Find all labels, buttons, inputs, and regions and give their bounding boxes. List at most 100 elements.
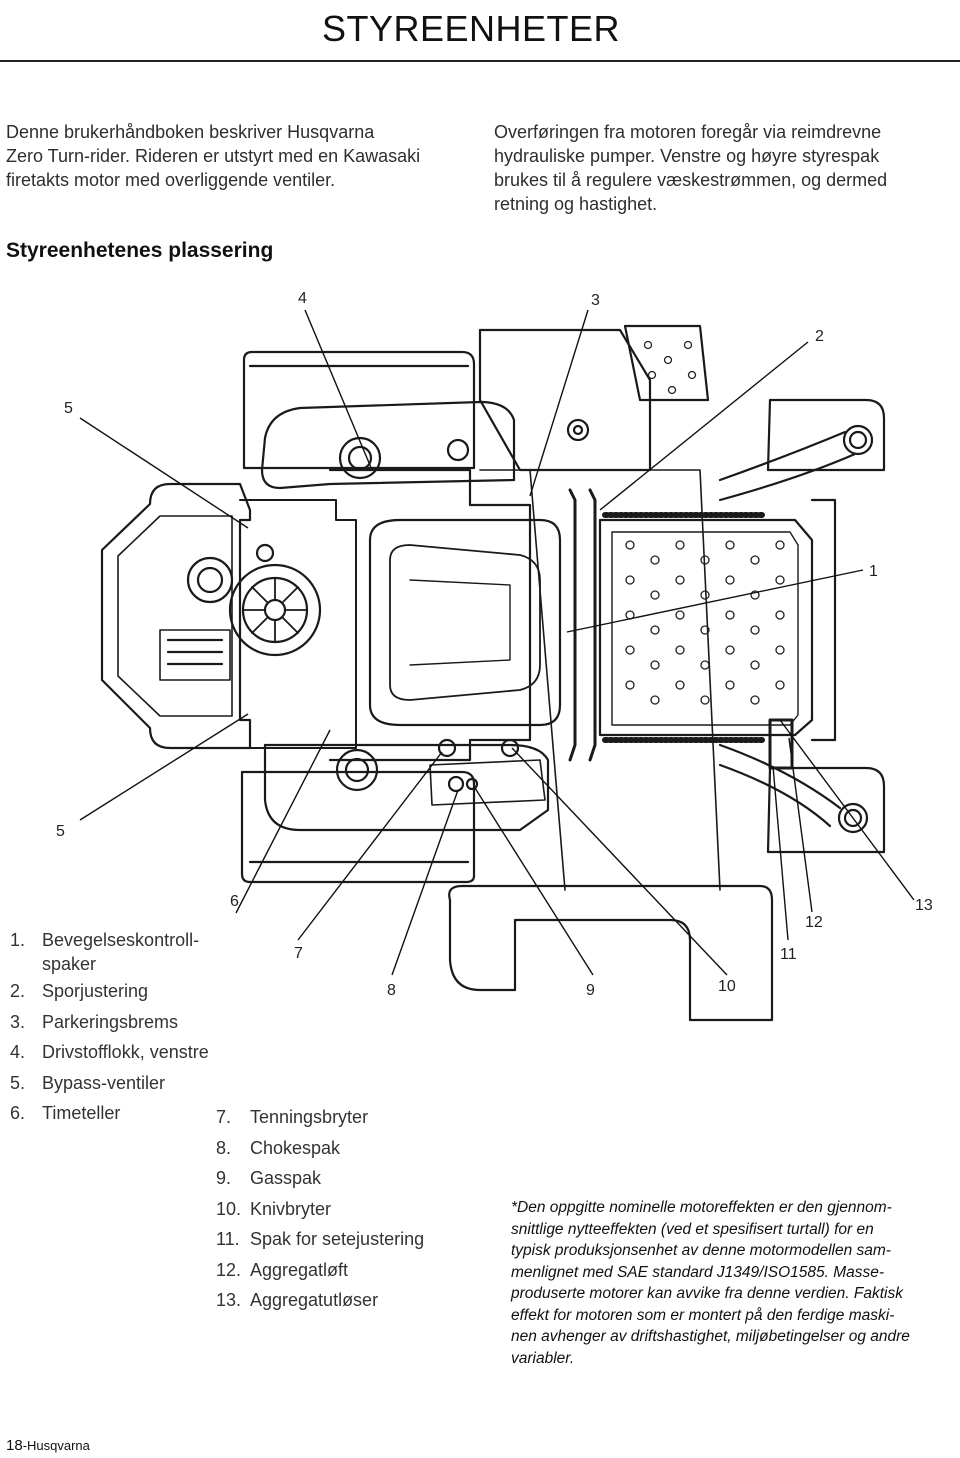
intro-left-line: firetakts motor med overliggende ventile…	[6, 170, 336, 190]
legend-item: 6. Timeteller	[10, 1098, 209, 1129]
callout-9: 9	[586, 982, 595, 999]
left-fuel-tank	[260, 400, 516, 490]
legend-item: 8. Chokespak	[216, 1133, 424, 1164]
footrest-perforations	[625, 340, 785, 705]
intro-left: Denne brukerhåndboken beskriver Husqvarn…	[6, 120, 420, 192]
footrest	[598, 518, 814, 737]
note-line: *Den oppgitte nominelle motoreffekten er…	[511, 1199, 892, 1216]
legend-label: Knivbryter	[250, 1198, 332, 1219]
right-caster-pivot	[837, 802, 869, 834]
hour-meter	[437, 738, 457, 758]
right-caster-wheel	[766, 766, 886, 854]
legend-label: Bypass-ventiler	[42, 1072, 166, 1093]
legend-number: 10.	[216, 1198, 242, 1219]
intro-right-line: hydrauliske pumper. Venstre og høyre sty…	[494, 146, 880, 166]
left-rear-wheel	[242, 350, 476, 470]
legend-label: Timeteller	[42, 1103, 121, 1123]
callout-7: 7	[294, 945, 303, 962]
legend-number: 1.	[10, 930, 26, 950]
callout-8: 8	[387, 982, 396, 999]
left-caster-wheel	[766, 398, 886, 472]
legend-item: 7. Tenningsbryter	[216, 1102, 424, 1133]
engine-flywheel	[228, 563, 322, 657]
legend-label: Spak for setejustering	[250, 1229, 425, 1249]
page-footer: 18-Husqvarna	[6, 1437, 90, 1454]
legend-item: 2. Sporjustering	[10, 976, 209, 1007]
left-caster-pivot	[842, 424, 874, 456]
note-line: nen avhenger av driftshastighet, miljøbe…	[511, 1328, 910, 1345]
callout-1: 1	[869, 563, 878, 580]
intro-left-line: Zero Turn-rider. Rideren er utstyrt med …	[6, 146, 421, 166]
callout-12: 12	[805, 914, 823, 931]
note-line: snittlige nytteeffekten (ved et spesifis…	[511, 1220, 874, 1238]
legend-number: 4.	[10, 1042, 26, 1062]
legend-label: Chokespak	[250, 1137, 341, 1158]
control-panel	[429, 759, 546, 806]
header-rule	[0, 60, 960, 62]
blade-switch	[500, 738, 520, 758]
note-line: typisk produksjonsenhet av denne motormo…	[511, 1242, 891, 1259]
page-title: STYREENHETER	[321, 8, 620, 49]
legend-label: Aggregatutløser	[250, 1290, 379, 1310]
deck-lift-handle	[768, 718, 794, 770]
legend-label-line: Bevegelseskontroll-	[42, 930, 200, 950]
legend-number: 5.	[10, 1072, 26, 1093]
legend-item: 11. Spak for setejustering	[216, 1224, 424, 1255]
callout-6: 6	[230, 893, 239, 910]
intro-right-line: Overføringen fra motoren foregår via rei…	[494, 122, 882, 142]
legend-number: 11.	[216, 1229, 240, 1249]
foot-pedal	[623, 324, 710, 402]
legend-item: 1. Bevegelseskontroll- spaker	[10, 925, 209, 976]
callout-13: 13	[915, 897, 933, 914]
legend-item: 13. Aggregatutløser	[216, 1285, 424, 1316]
legend-item: 3. Parkeringsbrems	[10, 1007, 209, 1038]
legend-number: 13.	[216, 1290, 242, 1310]
callout-leaders	[79, 309, 915, 976]
legend-number: 9.	[216, 1168, 232, 1188]
legend-item: 10. Knivbryter	[216, 1194, 424, 1225]
legend-number: 12.	[216, 1259, 242, 1280]
callout-2: 2	[815, 328, 824, 345]
right-rear-wheel	[240, 770, 476, 884]
legend-number: 8.	[216, 1137, 232, 1158]
callout-3: 3	[591, 292, 600, 309]
legend-item: 12. Aggregatløft	[216, 1255, 424, 1286]
legend-item: 5. Bypass-ventiler	[10, 1068, 209, 1099]
section-heading: Styreenhetenes plassering	[6, 239, 274, 262]
legend-number: 2.	[10, 981, 26, 1001]
legend-number: 6.	[10, 1103, 26, 1123]
seat-frame	[328, 468, 532, 762]
legend-number: 3.	[10, 1011, 26, 1032]
left-deck-housing	[478, 328, 652, 472]
note-line: produserte motorer kan avvike fra denne …	[511, 1285, 903, 1302]
right-fuel-cap	[335, 748, 379, 792]
motion-control-lever-left	[568, 488, 577, 762]
legend-label: Sporjustering	[42, 981, 149, 1001]
note-line: variabler.	[511, 1349, 575, 1367]
legend-item: 4.Drivstofflokk, venstre	[10, 1037, 209, 1068]
mower-deck	[448, 884, 774, 1022]
seat	[368, 518, 562, 727]
intro-right-line: brukes til å regulere væskestrømmen, og …	[494, 170, 888, 190]
oil-cap	[255, 543, 275, 563]
note-line: menlignet med SAE standard J1349/ISO1585…	[511, 1263, 885, 1281]
legend-number: 7.	[216, 1107, 232, 1127]
legend-label: Aggregatløft	[250, 1259, 349, 1280]
legend-label: Gasspak	[250, 1168, 322, 1188]
legend-label: Parkeringsbrems	[42, 1011, 179, 1032]
callout-4: 4	[298, 290, 307, 307]
note-line: effekt for motoren som er montert på den…	[511, 1306, 895, 1324]
callout-11: 11	[780, 946, 797, 963]
intro-right-line: retning og hastighet.	[494, 194, 658, 214]
legend-column-2: 7. Tenningsbryter 8. Chokespak 9. Gasspak 1…	[216, 1102, 424, 1316]
engine-power-note: *Den oppgitte nominelle motoreffekten er…	[511, 1197, 951, 1369]
legend-label-line: spaker	[42, 954, 97, 974]
callout-5-top: 5	[64, 400, 73, 417]
legend-label: Tenningsbryter	[250, 1107, 369, 1127]
air-filter	[186, 556, 234, 604]
intro-left-line: Denne brukerhåndboken beskriver Husqvarn…	[6, 122, 375, 142]
legend-column-1: 1. Bevegelseskontroll- spaker 2. Sporjust…	[10, 925, 209, 1129]
ignition-switch	[447, 775, 465, 793]
callout-5-bottom: 5	[56, 823, 65, 840]
